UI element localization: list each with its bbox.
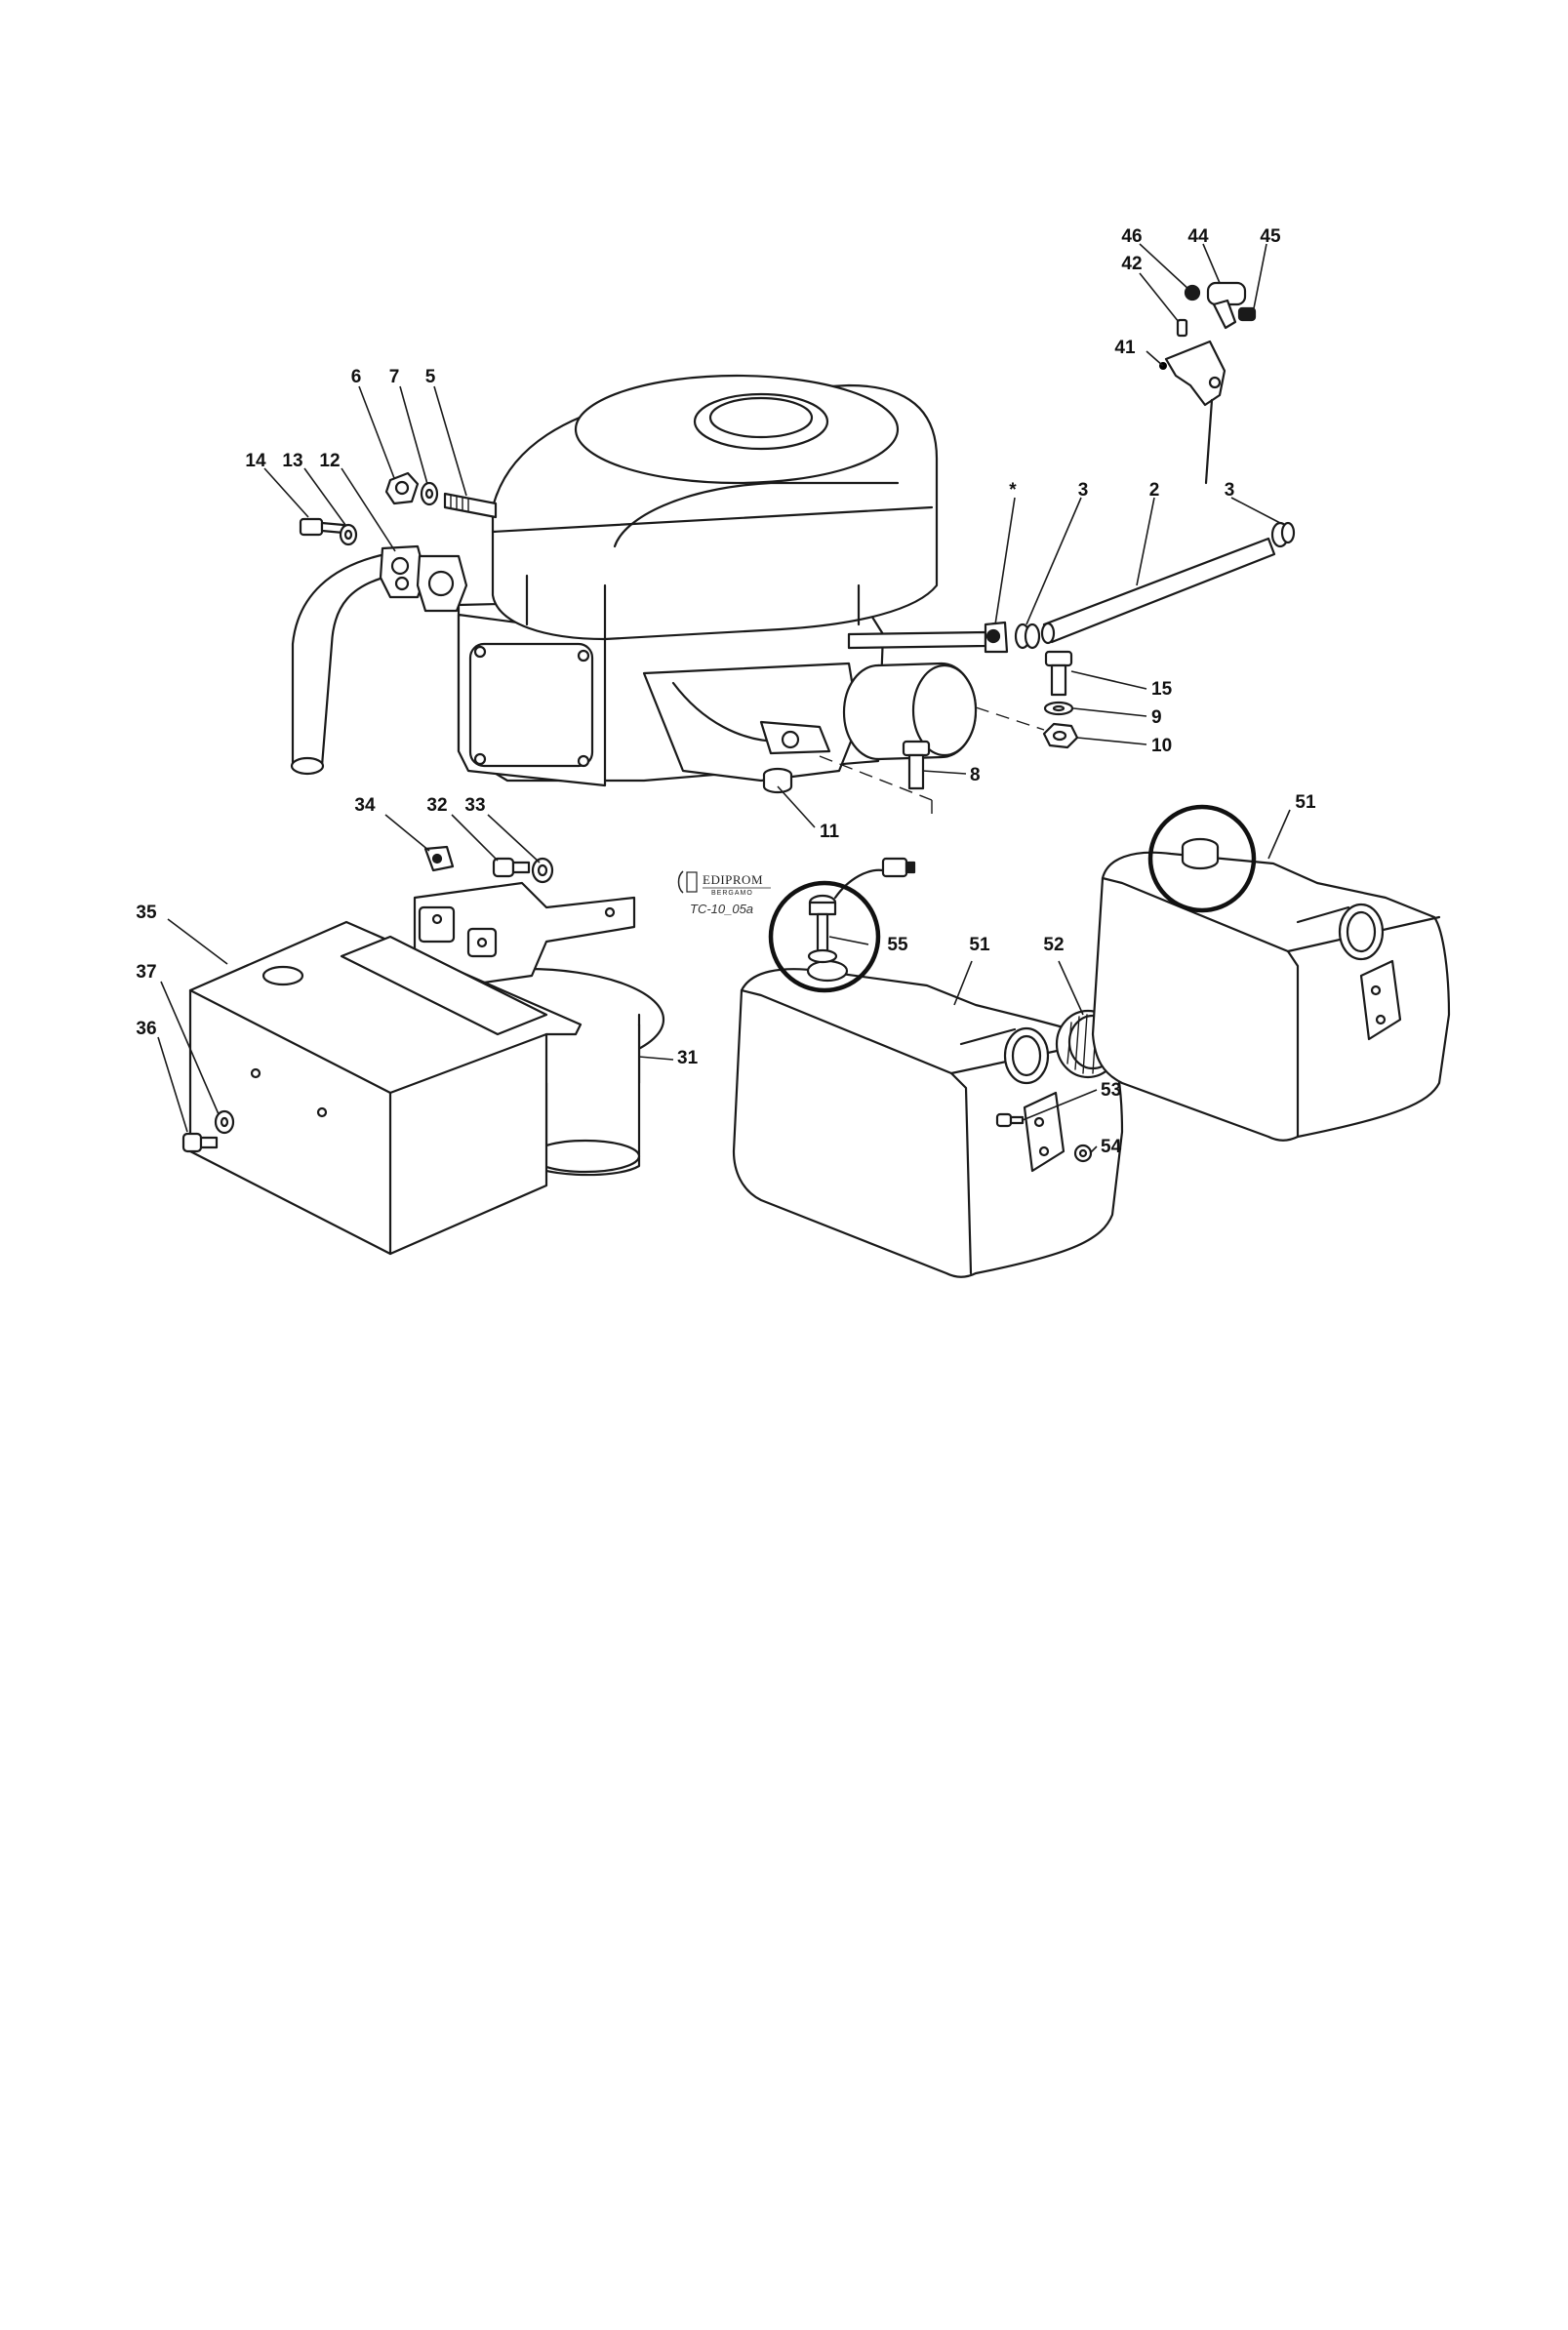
label-15: 15 xyxy=(1151,679,1173,700)
label-46: 46 xyxy=(1121,226,1142,247)
label-5: 5 xyxy=(425,367,436,387)
bolt-14 xyxy=(299,517,345,537)
washer-37 xyxy=(214,1109,235,1135)
screw-45 xyxy=(1237,306,1257,322)
label-6: 6 xyxy=(351,367,362,387)
battery-bracket xyxy=(413,881,636,992)
clip-34 xyxy=(423,845,455,872)
label-13: 13 xyxy=(282,451,302,471)
label-9: 9 xyxy=(1151,707,1162,728)
screw-36 xyxy=(181,1132,219,1153)
ediprom-logo: EDIPROM BERGAMO TC-10_05a xyxy=(677,870,771,916)
label-33: 33 xyxy=(464,795,485,816)
label-14: 14 xyxy=(245,451,266,471)
label-2: 2 xyxy=(1149,480,1160,501)
label-3-clamp-end: 3 xyxy=(1225,480,1235,501)
label-54: 54 xyxy=(1101,1137,1122,1157)
label-34: 34 xyxy=(354,795,376,816)
exhaust-flange xyxy=(379,544,427,599)
throttle-bracket xyxy=(1164,340,1226,485)
label-42: 42 xyxy=(1121,254,1142,274)
logo-mark-box-icon xyxy=(686,871,698,893)
plug-11 xyxy=(762,767,793,794)
label-41: 41 xyxy=(1114,338,1136,358)
gasket xyxy=(416,554,468,613)
label-10: 10 xyxy=(1151,736,1172,756)
label-12: 12 xyxy=(319,451,340,471)
washer-33 xyxy=(531,857,554,884)
label-51-rear-tank: 51 xyxy=(1295,792,1316,813)
washer-13 xyxy=(339,523,358,546)
label-53: 53 xyxy=(1101,1080,1121,1101)
fuel-tank-front xyxy=(732,959,1124,1278)
centerline-3 xyxy=(975,706,1045,731)
detail-circle-sender xyxy=(768,880,881,993)
label-45: 45 xyxy=(1260,226,1281,247)
label-51-front-tank: 51 xyxy=(969,935,990,955)
hose-clamp-1 xyxy=(1014,623,1041,650)
bolt-8 xyxy=(902,740,931,790)
washer-9 xyxy=(1043,701,1074,716)
washer-7 xyxy=(420,481,439,506)
label-32: 32 xyxy=(426,795,447,816)
label-11: 11 xyxy=(820,822,840,842)
label-36: 36 xyxy=(136,1019,156,1039)
nut-54 xyxy=(1073,1144,1093,1163)
nut-6 xyxy=(384,471,420,505)
label-asterisk: * xyxy=(1009,480,1017,501)
leader-lines xyxy=(157,243,1291,1153)
label-52: 52 xyxy=(1043,935,1064,955)
bolt-15 xyxy=(1044,650,1073,697)
label-7: 7 xyxy=(389,367,400,387)
screw-53 xyxy=(995,1112,1025,1128)
label-37: 37 xyxy=(136,962,156,983)
label-8: 8 xyxy=(970,765,981,785)
stud-5 xyxy=(443,492,498,519)
cable-clamp-44 xyxy=(1206,281,1247,330)
logo-text: EDIPROM xyxy=(703,872,763,887)
engine xyxy=(457,374,987,787)
drawing-code: TC-10_05a xyxy=(690,902,753,916)
screw-42 xyxy=(1176,318,1188,338)
label-31: 31 xyxy=(677,1048,699,1068)
battery-cover xyxy=(188,920,583,1256)
label-44: 44 xyxy=(1187,226,1209,247)
detail-circle-rear-tank xyxy=(1147,804,1257,913)
fuel-filter xyxy=(984,621,1009,654)
fuel-level-sender xyxy=(807,857,916,964)
label-3-clamp: 3 xyxy=(1078,480,1089,501)
part-labels: 46 44 45 42 41 6 7 5 14 13 12 * 3 2 3 15… xyxy=(136,226,1316,1157)
logo-subtext: BERGAMO xyxy=(711,890,753,897)
label-55: 55 xyxy=(887,935,908,955)
screw-32 xyxy=(492,857,531,878)
fuel-hose xyxy=(1040,537,1276,645)
hose-clamp-2 xyxy=(1270,521,1296,548)
nut-10 xyxy=(1042,722,1079,749)
label-35: 35 xyxy=(136,903,157,923)
fuel-tank-rear xyxy=(1091,837,1451,1142)
logo-mark-icon xyxy=(677,870,684,894)
